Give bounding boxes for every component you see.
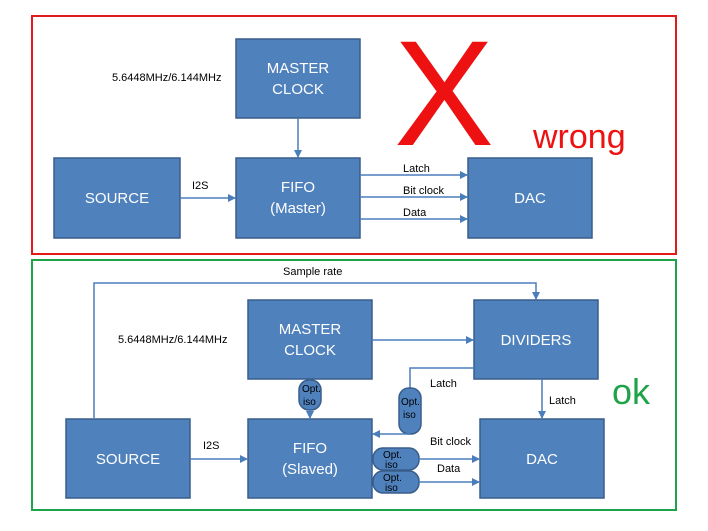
ok-latch-label-a: Latch [430, 378, 457, 390]
ok-opto-isolator-data-label-1: Opt. [383, 473, 402, 484]
ok-opto-isolator-data-label-2: iso [385, 483, 398, 494]
ok-source-label: SOURCE [96, 451, 160, 468]
ok-clock-frequency: 5.6448MHz/6.144MHz [118, 334, 227, 346]
ok-dividers-box [473, 299, 599, 380]
ok-fifo-label-1: FIFO [293, 440, 327, 457]
ok-dac-box [479, 418, 605, 499]
wrong-dac-label: DAC [514, 190, 546, 207]
wrong-verdict-label: wrong [532, 118, 626, 156]
wrong-dac-box [467, 157, 593, 239]
wrong-panel-frame [31, 15, 677, 255]
ok-opto-isolator-latch-label-2: iso [403, 410, 416, 421]
ok-source-box [65, 418, 191, 499]
wrong-master-clock-label-2: CLOCK [272, 81, 324, 98]
ok-dividers-label: DIVIDERS [501, 332, 572, 349]
ok-opto-isolator-bitclock-label-2: iso [385, 460, 398, 471]
ok-fifo-box [247, 418, 373, 499]
ok-latch-label-b: Latch [549, 395, 576, 407]
wrong-data-label: Data [403, 207, 427, 219]
wrong-fifo-label-1: FIFO [281, 179, 315, 196]
ok-master-clock-label-2: CLOCK [284, 342, 336, 359]
wrong-master-clock-label-1: MASTER [267, 60, 330, 77]
ok-dividers-latch-to-fifo-line [409, 367, 474, 388]
wrong-clock-frequency: 5.6448MHz/6.144MHz [112, 72, 221, 84]
wrong-fifo-box [235, 157, 361, 239]
wrong-bit-clock-label: Bit clock [403, 185, 444, 197]
wrong-master-clock-box [235, 38, 361, 119]
wrong-source-label: SOURCE [85, 190, 149, 207]
ok-opto-isolator-latch-label-1: Opt. [401, 397, 420, 408]
ok-verdict-label: ok [612, 371, 651, 412]
ok-dac-label: DAC [526, 451, 558, 468]
ok-data-label: Data [437, 463, 461, 475]
ok-opto-isolator-clock-label-2: iso [303, 397, 316, 408]
wrong-i2s-label: I2S [192, 180, 209, 192]
ok-master-clock-label-1: MASTER [279, 321, 342, 338]
ok-bit-clock-label: Bit clock [430, 436, 471, 448]
ok-opto-isolator-bitclock-label-1: Opt. [383, 450, 402, 461]
wrong-x-mark: X [394, 9, 494, 177]
ok-fifo-label-2: (Slaved) [282, 461, 338, 478]
ok-i2s-label: I2S [203, 440, 220, 452]
ok-sample-rate-arrow [93, 282, 540, 418]
ok-panel-frame [31, 259, 677, 511]
wrong-fifo-label-2: (Master) [270, 200, 326, 217]
wrong-latch-label: Latch [403, 163, 430, 175]
wrong-source-box [53, 157, 181, 239]
ok-opto-isolator-clock-label-1: Opt. [302, 384, 321, 395]
ok-sample-rate-label: Sample rate [283, 266, 342, 278]
ok-master-clock-box [247, 299, 373, 380]
